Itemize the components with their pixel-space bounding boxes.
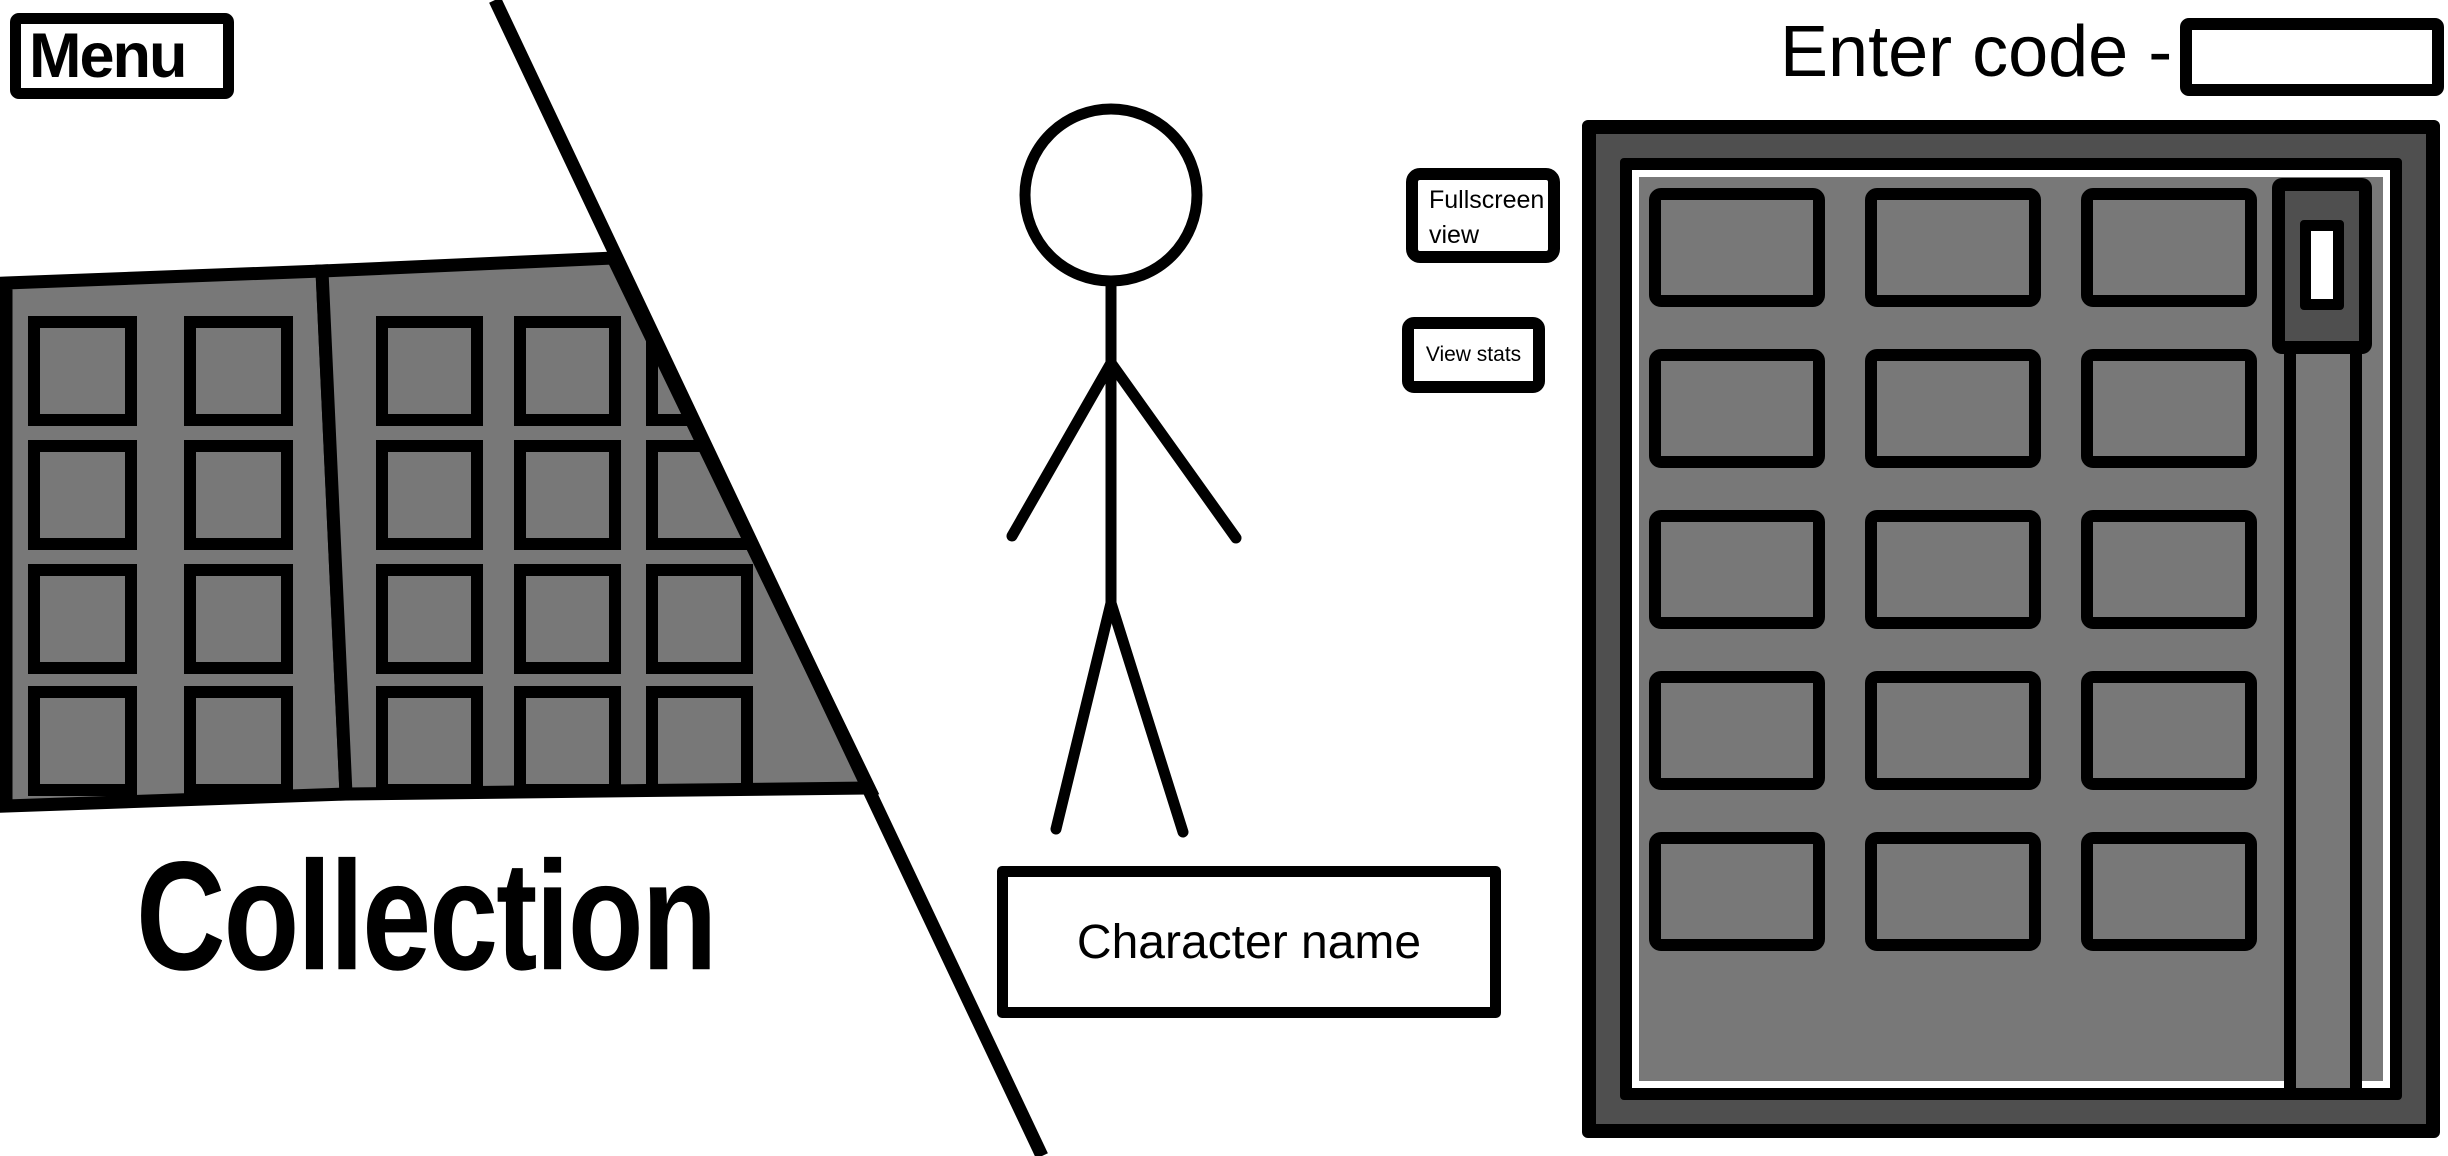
- inventory-tile[interactable]: [1649, 671, 1825, 790]
- inventory-tile[interactable]: [1649, 832, 1825, 951]
- diagonal-divider-line: [489, 0, 1048, 1156]
- collection-slot[interactable]: [376, 564, 483, 674]
- collection-slot[interactable]: [376, 686, 483, 794]
- collection-slot[interactable]: [376, 316, 483, 426]
- inventory-tile[interactable]: [2081, 510, 2257, 629]
- menu-button[interactable]: Menu: [10, 13, 234, 99]
- collection-slot[interactable]: [184, 316, 293, 426]
- stick-figure-left-leg: [1050, 597, 1117, 835]
- collection-slot[interactable]: [376, 440, 483, 550]
- collection-slot[interactable]: [184, 440, 293, 550]
- fullscreen-view-button[interactable]: Fullscreen view: [1406, 168, 1560, 263]
- inventory-tile[interactable]: [1865, 188, 2041, 307]
- collection-slot[interactable]: [514, 316, 621, 426]
- inventory-panel: [1582, 120, 2440, 1138]
- inventory-grid: [1649, 188, 2257, 951]
- view-stats-button[interactable]: View stats: [1402, 317, 1545, 393]
- stick-figure-right-leg: [1105, 597, 1189, 838]
- collection-slot[interactable]: [646, 564, 753, 674]
- inventory-tile[interactable]: [2081, 832, 2257, 951]
- stick-figure: [1006, 103, 1242, 838]
- collection-slot[interactable]: [28, 686, 137, 796]
- collection-slot[interactable]: [184, 686, 293, 796]
- inventory-tile[interactable]: [1865, 349, 2041, 468]
- inventory-panel-surface: [1639, 177, 2383, 1081]
- inventory-tile[interactable]: [1865, 510, 2041, 629]
- scrollbar-thumb[interactable]: [2272, 178, 2372, 354]
- collection-left-sheet[interactable]: [0, 264, 353, 813]
- collection-slot[interactable]: [514, 686, 621, 794]
- inventory-tile[interactable]: [1649, 510, 1825, 629]
- collection-slot[interactable]: [28, 564, 137, 674]
- character-name-box[interactable]: Character name: [997, 866, 1501, 1018]
- collection-right-sheet[interactable]: [315, 251, 880, 801]
- enter-code-label: Enter code -: [1780, 12, 2173, 92]
- stick-figure-head: [1019, 103, 1203, 287]
- collection-slot[interactable]: [28, 316, 137, 426]
- code-input[interactable]: [2180, 18, 2444, 96]
- inventory-tile[interactable]: [2081, 188, 2257, 307]
- collection-slot[interactable]: [514, 440, 621, 550]
- collection-right-sheet-surface: [315, 251, 880, 801]
- collection-title: Collection: [136, 830, 717, 1003]
- inventory-tile[interactable]: [1649, 188, 1825, 307]
- collection-slot[interactable]: [28, 440, 137, 550]
- stick-figure-right-arm: [1105, 357, 1242, 544]
- inventory-tile[interactable]: [1865, 832, 2041, 951]
- stick-figure-left-arm: [1006, 357, 1117, 542]
- inventory-panel-inner-frame: [1620, 158, 2402, 1100]
- inventory-tile[interactable]: [2081, 349, 2257, 468]
- inventory-tile[interactable]: [2081, 671, 2257, 790]
- scrollbar-thumb-indicator: [2300, 220, 2344, 310]
- collection-slot[interactable]: [184, 564, 293, 674]
- inventory-tile[interactable]: [1865, 671, 2041, 790]
- inventory-tile[interactable]: [1649, 349, 1825, 468]
- collection-slot[interactable]: [514, 564, 621, 674]
